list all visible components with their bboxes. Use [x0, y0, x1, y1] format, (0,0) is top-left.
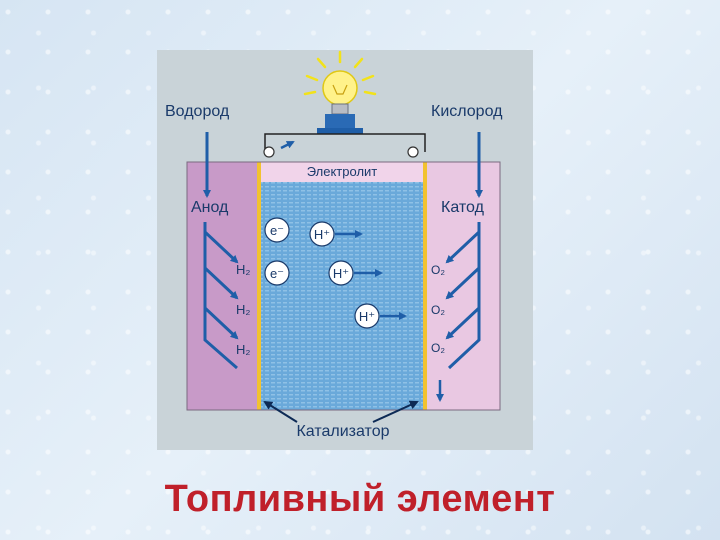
svg-text:H⁺: H⁺: [314, 227, 330, 242]
anode-catalyst-layer: [257, 162, 261, 410]
electron-particle: e⁻: [264, 217, 290, 243]
proton-particle: H⁺: [328, 260, 383, 286]
anode-label: Анод: [191, 199, 229, 216]
h2-label: H₂: [236, 262, 250, 277]
electron-flow-arrow: [280, 140, 295, 150]
electrolyte-area: [260, 162, 425, 410]
electrolyte-label: Электролит: [307, 164, 378, 179]
cathode-flow-arrows: [445, 222, 481, 370]
hydrogen-label: Водород: [165, 103, 230, 120]
light-bulb-icon: [303, 50, 377, 134]
oxygen-label: Кислород: [431, 103, 503, 120]
circuit-wire: [264, 133, 426, 152]
anode-flow-arrows: [203, 222, 239, 370]
svg-text:H⁺: H⁺: [359, 309, 375, 324]
cathode-catalyst-layer: [423, 162, 427, 410]
o2-label: O₂: [431, 303, 445, 317]
svg-text:e⁻: e⁻: [270, 223, 284, 238]
h2-label: H₂: [236, 342, 250, 357]
proton-particle: H⁺: [309, 221, 363, 247]
catalyst-pointer-arrows: [263, 400, 419, 423]
h2-label: H₂: [236, 302, 250, 317]
svg-text:H⁺: H⁺: [333, 266, 349, 281]
fuel-cell-diagram: e⁻ e⁻ H⁺ H⁺ H⁺ H₂ H₂ H₂ O₂ O₂ O₂ Водород…: [157, 50, 533, 450]
cathode-compartment: [425, 162, 500, 410]
proton-particle: H⁺: [354, 303, 407, 329]
svg-text:e⁻: e⁻: [270, 266, 284, 281]
catalyst-label: Катализатор: [296, 423, 389, 440]
electron-particle: e⁻: [264, 260, 290, 286]
o2-label: O₂: [431, 263, 445, 277]
slide-title: Топливный элемент: [164, 478, 556, 520]
cathode-label: Катод: [441, 199, 485, 216]
o2-label: O₂: [431, 341, 445, 355]
